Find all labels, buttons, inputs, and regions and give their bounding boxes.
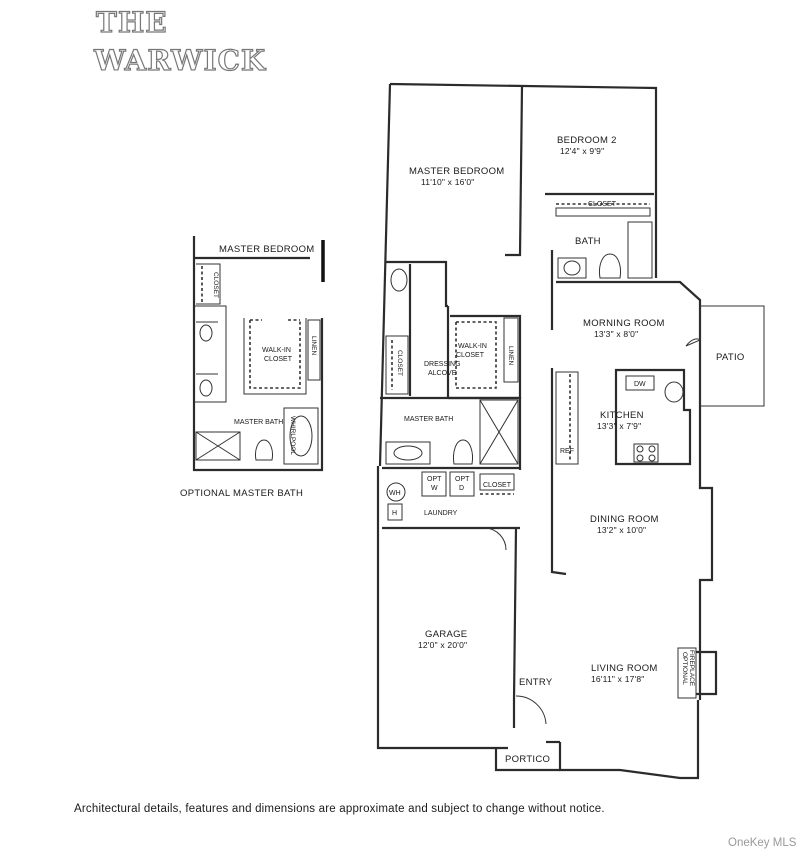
disclaimer-text: Architectural details, features and dime…: [74, 803, 605, 815]
plan-title-line2: WARWICK: [93, 44, 267, 77]
master-bedroom-label: MASTER BEDROOM: [409, 166, 505, 177]
laundry-label: LAUNDRY: [424, 510, 458, 517]
bath-label: BATH: [575, 236, 601, 247]
main-floor-plan: [376, 82, 765, 780]
dining-room-dims: 13'2" x 10'0": [597, 525, 646, 535]
alcove-closet-label: CLOSET: [396, 350, 403, 376]
bedroom2-label: BEDROOM 2: [557, 135, 617, 146]
opt-washer-label-2: W: [431, 485, 438, 492]
dressing-alcove-label-1: DRESSING: [424, 361, 461, 368]
master-bath-label: MASTER BATH: [404, 416, 453, 423]
opt-washer-label-1: OPT: [427, 476, 442, 483]
walk-in-closet-label-2: CLOSET: [456, 352, 485, 359]
refrigerator-label: REF: [560, 448, 574, 455]
opt-walk-in-label-2: CLOSET: [264, 356, 293, 363]
optional-fireplace-label-2: FIREPLACE: [688, 650, 695, 687]
bedroom2-dims: 12'4" x 9'9": [560, 146, 604, 156]
opt-dryer-label-2: D: [459, 485, 464, 492]
opt-whirlpool-label: WHIRLPOOL: [289, 416, 296, 455]
linen-label: LINEN: [507, 346, 514, 365]
laundry-closet-label: CLOSET: [483, 482, 512, 489]
entry-label: ENTRY: [519, 677, 553, 688]
opt-linen-label: LINEN: [310, 336, 317, 355]
living-room-dims: 16'11" x 17'8": [591, 674, 645, 684]
morning-room-dims: 13'3" x 8'0": [594, 329, 638, 339]
garage-dims: 12'0" x 20'0": [418, 640, 467, 650]
h-label: H: [392, 510, 397, 517]
dishwasher-label: DW: [634, 381, 646, 388]
watermark-text: OneKey MLS: [728, 837, 797, 849]
dressing-alcove-label-2: ALCOVE: [428, 370, 457, 377]
portico-label: PORTICO: [505, 754, 550, 765]
patio-label: PATIO: [716, 352, 745, 363]
opt-closet-label: CLOSET: [212, 272, 219, 298]
plan-title-line1: THE: [96, 6, 168, 39]
optional-master-bath-caption: OPTIONAL MASTER BATH: [180, 488, 303, 499]
morning-room-label: MORNING ROOM: [583, 318, 665, 329]
master-bedroom-dims: 11'10" x 16'0": [421, 177, 475, 187]
optional-master-bath-plan: [192, 236, 325, 472]
living-room-label: LIVING ROOM: [591, 663, 658, 674]
water-heater-label: WH: [389, 490, 401, 497]
optional-fireplace-label-1: OPTIONAL: [681, 652, 688, 685]
garage-label: GARAGE: [425, 629, 467, 640]
kitchen-dims: 13'3" x 7'9": [597, 421, 641, 431]
opt-master-bath-label: MASTER BATH: [234, 419, 283, 426]
kitchen-label: KITCHEN: [600, 410, 644, 421]
opt-walk-in-label-1: WALK-IN: [262, 347, 291, 354]
opt-dryer-label-1: OPT: [455, 476, 470, 483]
bedroom2-closet-label: CLOSET: [588, 201, 617, 208]
walk-in-closet-label-1: WALK-IN: [458, 343, 487, 350]
dining-room-label: DINING ROOM: [590, 514, 659, 525]
opt-master-bedroom-label: MASTER BEDROOM: [219, 244, 315, 255]
